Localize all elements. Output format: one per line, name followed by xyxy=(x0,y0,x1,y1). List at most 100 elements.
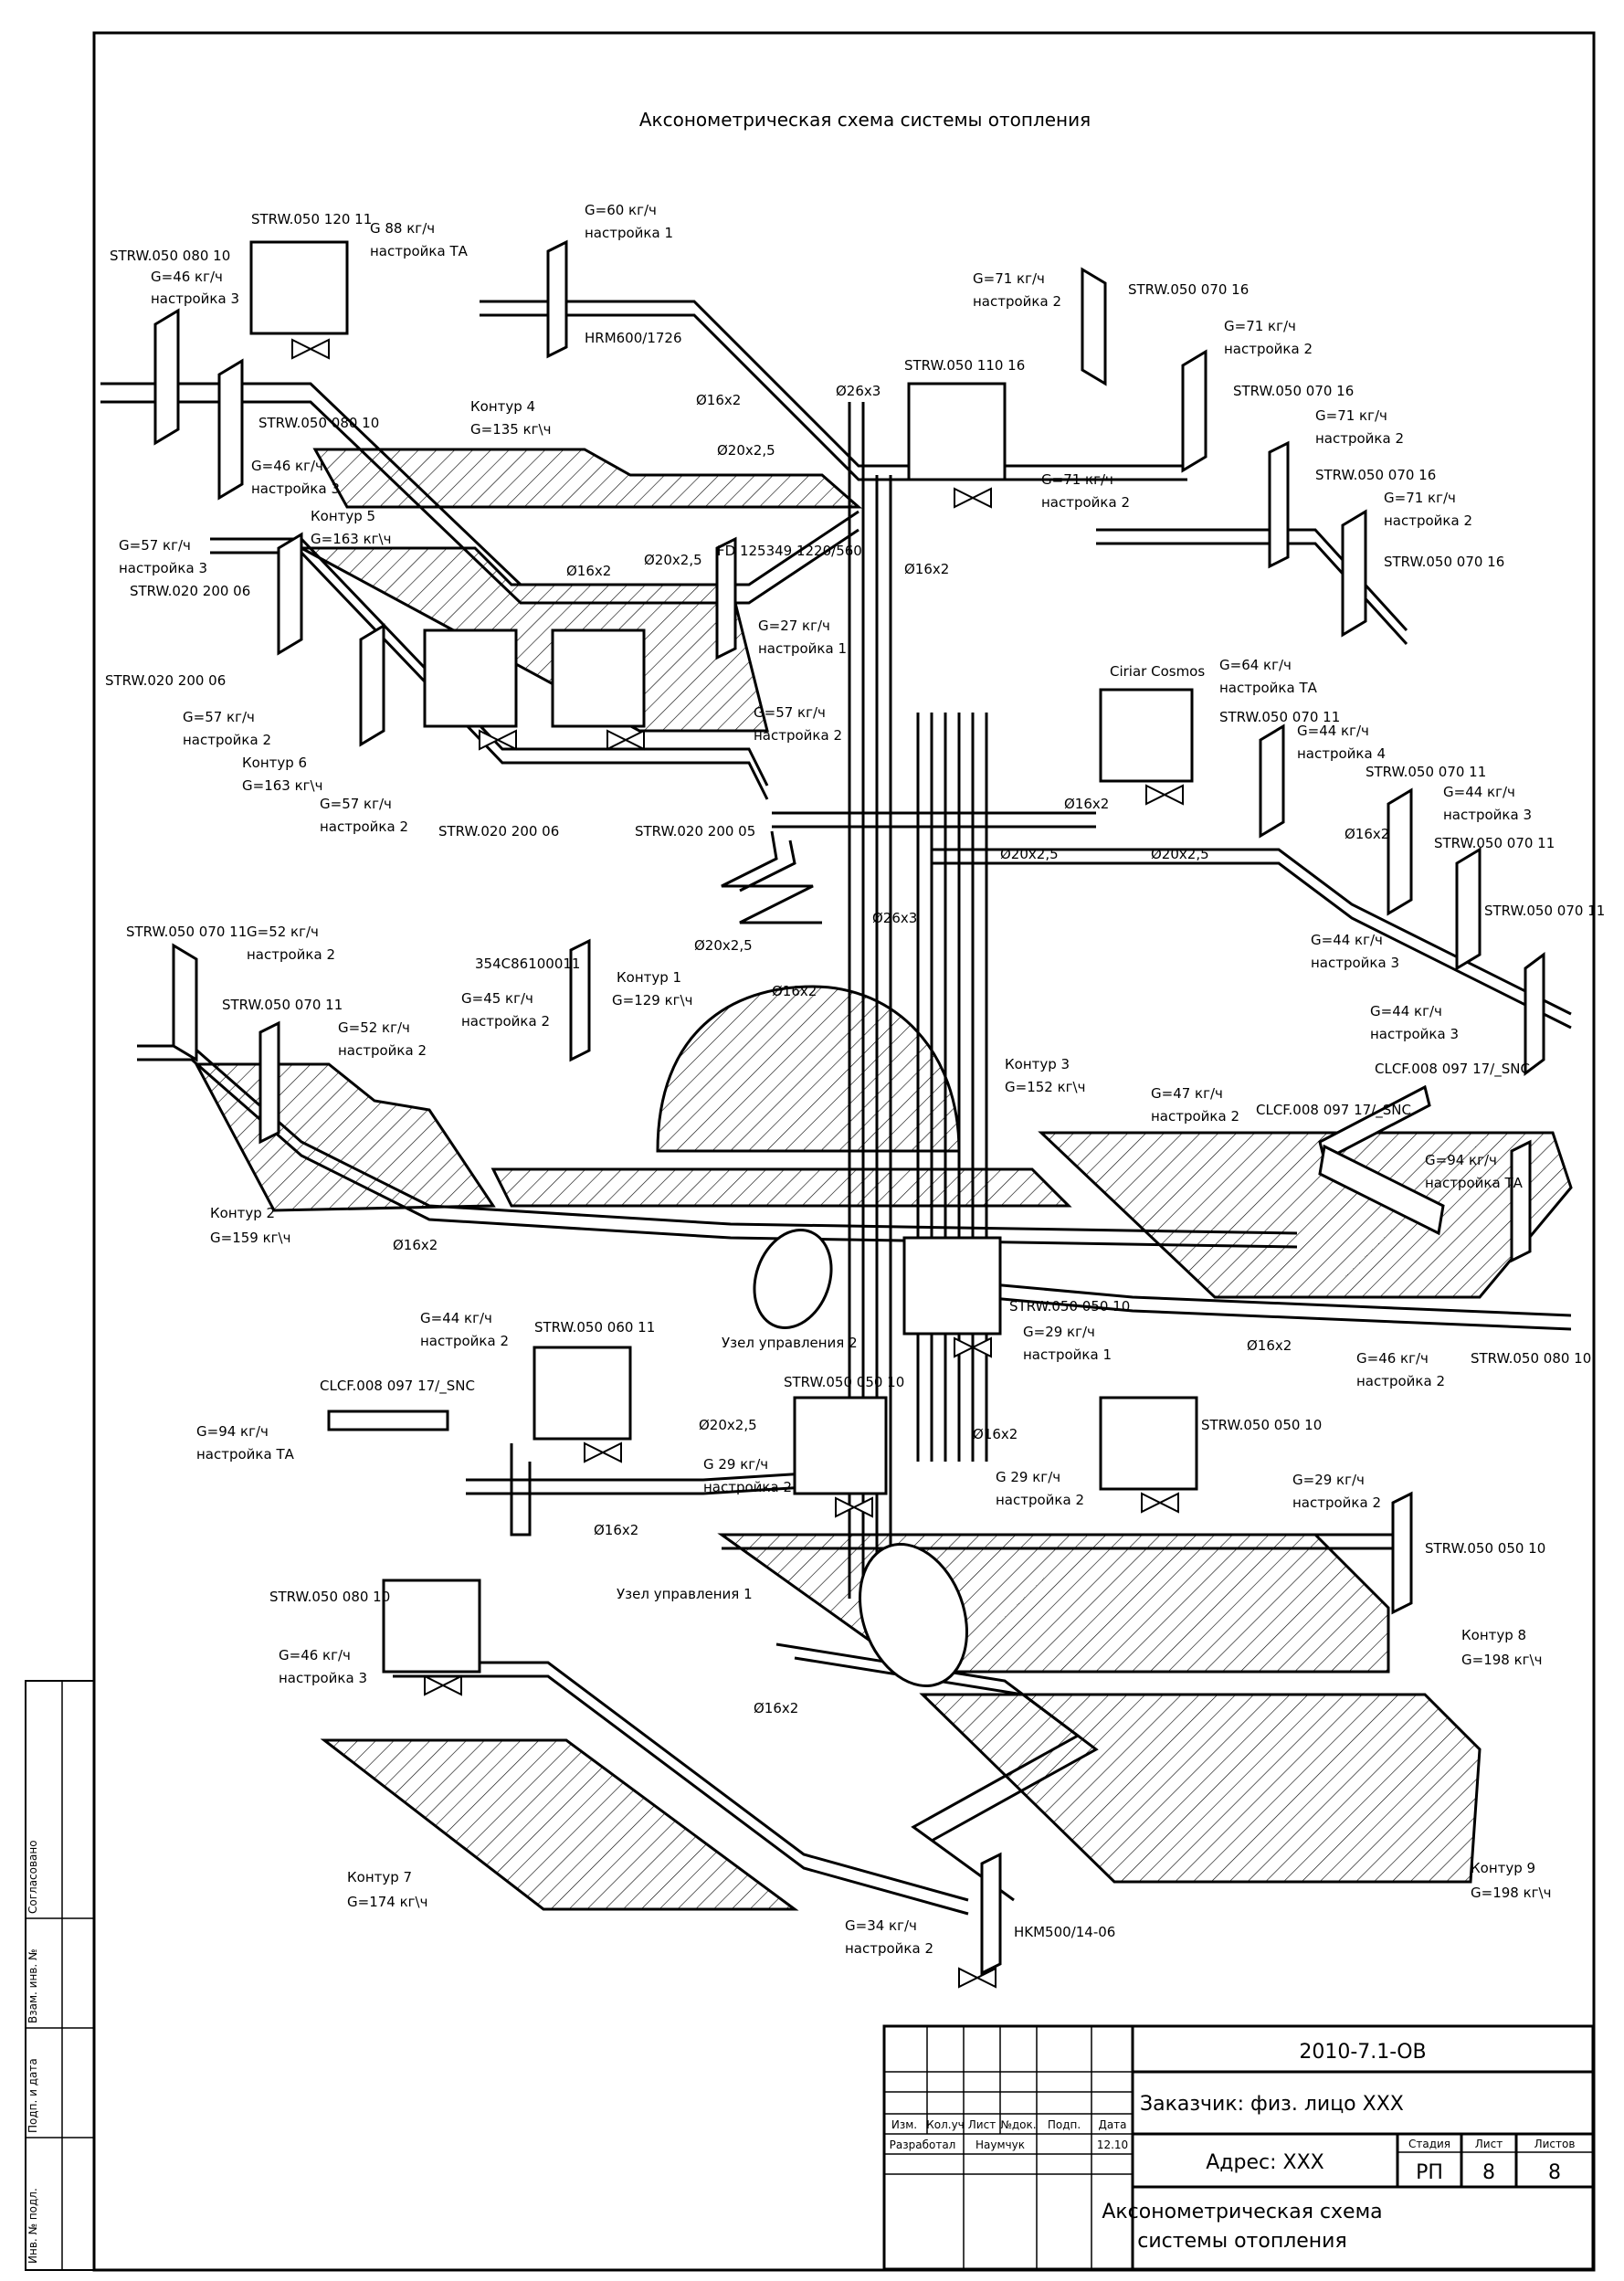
label-r12-setting: настройка 2 xyxy=(1224,341,1313,357)
contour-4-name: Контур 4 xyxy=(470,398,535,415)
contour-1-dome xyxy=(656,985,961,1153)
label-r12-model: STRW.050 070 16 xyxy=(1233,383,1354,399)
label-r28-setting: настройка ТА xyxy=(196,1446,295,1463)
label-r23-flow: G=47 кг/ч xyxy=(1151,1085,1223,1102)
label-r10-flow: G=71 кг/ч xyxy=(1041,471,1113,488)
contour-6-name: Контур 6 xyxy=(242,755,307,771)
label-r10-setting: настройка 2 xyxy=(1041,494,1130,511)
label-r19-flow: G=44 кг/ч xyxy=(1370,1003,1442,1019)
label-r15-flow: G=64 кг/ч xyxy=(1219,657,1292,673)
contour-2-floor xyxy=(194,1062,496,1212)
contour-4-floor xyxy=(312,448,862,509)
label-r12-flow: G=71 кг/ч xyxy=(1224,318,1296,334)
node-1-label: Узел управления 1 xyxy=(617,1586,753,1602)
radiator-box xyxy=(551,628,646,728)
contour-1-flow: G=129 кг\ч xyxy=(612,992,692,1008)
pipe-label: Ø16x2 xyxy=(1345,826,1389,842)
label-r8-setting: настройка 1 xyxy=(585,225,673,241)
tb-name-1: Аксонометрическая схема xyxy=(1102,2201,1382,2223)
radiator-box xyxy=(1099,1396,1198,1491)
label-r23-setting: настройка 2 xyxy=(1151,1108,1239,1125)
label-r26-setting: настройка 2 xyxy=(1356,1373,1445,1389)
tb-sheet-hdr: Лист xyxy=(1475,2138,1503,2150)
label-r23-model: CLCF.008 097 17/_SNC xyxy=(1256,1102,1411,1119)
label-r3-flow: G=46 кг/ч xyxy=(251,458,323,474)
label-r19-model: STRW.050 070 11 xyxy=(1484,903,1605,919)
label-r33-setting: настройка 2 xyxy=(845,1940,933,1957)
label-r18-flow: G=44 кг/ч xyxy=(1311,932,1383,948)
tb-col-podp: Подп. xyxy=(1048,2118,1081,2131)
label-r30-setting: настройка 2 xyxy=(996,1492,1084,1508)
label-r14-model: STRW.050 070 16 xyxy=(1384,554,1504,570)
label-r33-model: HKM500/14-06 xyxy=(1014,1924,1115,1940)
label-r9-model: FD 125349 1220/560 xyxy=(717,543,862,559)
pipe-label: Ø20x2,5 xyxy=(694,937,753,954)
label-r15-setting: настройка ТА xyxy=(1219,680,1318,696)
radiator-bar xyxy=(1318,1144,1445,1236)
pipe-label: Ø16x2 xyxy=(1247,1337,1292,1354)
pipe-label: Ø16x2 xyxy=(973,1426,1018,1442)
label-r32-model: STRW.050 080 10 xyxy=(269,1589,390,1605)
valves xyxy=(291,338,1184,1989)
contour-2-name: Контур 2 xyxy=(210,1205,275,1221)
label-r3-setting: настройка 3 xyxy=(251,480,340,497)
label-r31-model: STRW.050 050 10 xyxy=(1425,1540,1545,1557)
label-r6-setting: настройка 2 xyxy=(320,818,408,835)
label-r16-flow: G=44 кг/ч xyxy=(1297,723,1369,739)
label-r6-model: STRW.020 200 06 xyxy=(438,823,559,840)
label-r22-model: 354С86100011 xyxy=(475,956,580,972)
radiator-box xyxy=(793,1396,888,1495)
pipe-label: Ø16x2 xyxy=(566,563,611,579)
label-r2-model: STRW.050 080 10 xyxy=(110,248,230,264)
tb-name-2: системы отопления xyxy=(1137,2230,1346,2253)
pipe-label: Ø20x2,5 xyxy=(717,442,775,459)
label-r22-flow: G=45 кг/ч xyxy=(461,990,533,1007)
label-r25-setting: настройка 1 xyxy=(1023,1346,1112,1363)
label-r25-flow: G=29 кг/ч xyxy=(1023,1324,1095,1340)
sheet-frame xyxy=(92,31,1596,2272)
sidebar-agreed: Согласовано xyxy=(26,1840,39,1914)
pipe-label: Ø20x2,5 xyxy=(1151,846,1209,862)
contour-7-floor xyxy=(320,1738,799,1911)
pipe-label: Ø16x2 xyxy=(594,1522,638,1538)
pipe-label: Ø16x2 xyxy=(393,1237,438,1253)
label-r10-model: STRW.050 110 16 xyxy=(904,357,1025,374)
node-2-label: Узел управления 2 xyxy=(722,1335,858,1351)
label-r13-model: STRW.050 070 16 xyxy=(1315,467,1436,483)
label-r29-setting: настройка 2 xyxy=(703,1479,792,1495)
tb-col-kol: Кол.уч xyxy=(926,2118,965,2131)
drawing-title: Аксонометрическая схема системы отоплени… xyxy=(639,109,1091,131)
label-r24-flow: G=94 кг/ч xyxy=(1425,1152,1497,1168)
tb-row-name: Наумчук xyxy=(975,2138,1025,2151)
label-r32-setting: настройка 3 xyxy=(279,1670,367,1686)
radiator-box xyxy=(907,382,1007,481)
label-r5-setting: настройка 2 xyxy=(183,732,271,748)
pipe-label: Ø16x2 xyxy=(1064,796,1109,812)
contour-1-name: Контур 1 xyxy=(617,969,681,986)
label-r27-setting: настройка 2 xyxy=(420,1333,509,1349)
tb-stage: РП xyxy=(1416,2161,1443,2184)
radiator-box xyxy=(533,1346,632,1441)
sidebar-replacement: Взам. инв. № xyxy=(26,1949,39,2023)
tb-col-izm: Изм. xyxy=(891,2118,917,2131)
label-r8-model: HRM600/1726 xyxy=(585,330,682,346)
label-r26-flow: G=46 кг/ч xyxy=(1356,1350,1429,1367)
label-r29-flow: G 29 кг/ч xyxy=(703,1456,768,1473)
label-r18-model: STRW.050 070 11 xyxy=(1434,835,1555,851)
label-r13-setting: настройка 2 xyxy=(1315,430,1404,447)
contour-1-floor xyxy=(490,1167,1072,1208)
binding-strip xyxy=(25,1680,95,2271)
label-r18-setting: настройка 3 xyxy=(1311,955,1399,971)
contour-labels: Контур 1 G=129 кг\ч Контур 2 G=159 кг\ч … xyxy=(210,383,1551,1910)
label-r6-flow: G=57 кг/ч xyxy=(320,796,392,812)
radiator-box xyxy=(1099,688,1194,783)
control-node-2 xyxy=(753,1229,833,1329)
label-r32-flow: G=46 кг/ч xyxy=(279,1647,351,1663)
label-r9-setting: настройка 1 xyxy=(758,640,847,657)
contour-2-flow: G=159 кг\ч xyxy=(210,1230,290,1246)
tb-row-date: 12.10 xyxy=(1097,2138,1128,2151)
radiator-labels: STRW.050 120 11 G 88 кг/ч настройка ТА S… xyxy=(105,202,1605,1957)
label-r1-model: STRW.050 120 11 xyxy=(251,211,372,227)
label-r13-flow: G=71 кг/ч xyxy=(1315,407,1387,424)
label-r21-model: STRW.050 070 11 xyxy=(222,997,343,1013)
